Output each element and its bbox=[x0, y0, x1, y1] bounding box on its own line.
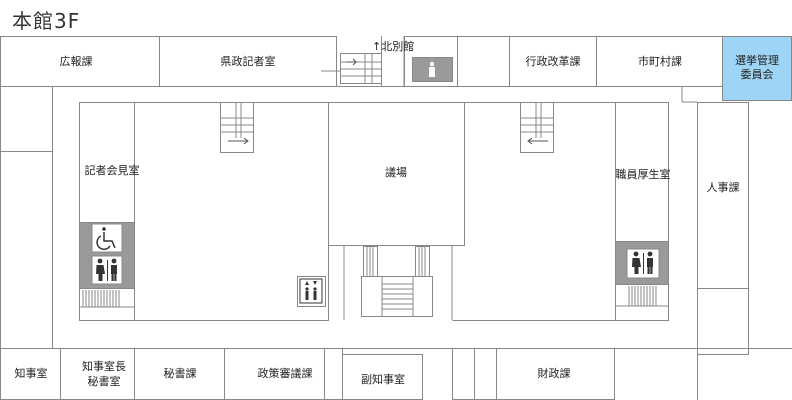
label-shichouson: 市町村課 bbox=[638, 55, 682, 68]
label-senkyo-line2: 委員会 bbox=[740, 68, 774, 81]
annex-link[interactable]: ↑北別館 bbox=[372, 40, 415, 53]
label-hisho-room: 秘書室 bbox=[87, 375, 121, 388]
label-kishakaiken: 記者会見室 bbox=[84, 164, 140, 177]
label-chiji: 知事室 bbox=[14, 367, 48, 380]
label-seisaku: 政策審議課 bbox=[257, 367, 313, 380]
room-chijichou bbox=[60, 348, 135, 400]
label-shokuin: 職員厚生室 bbox=[615, 168, 671, 181]
label-chijichou: 知事室長 bbox=[82, 360, 126, 373]
label-hisho-ka: 秘書課 bbox=[163, 367, 197, 380]
elevator-icon bbox=[299, 278, 323, 304]
restroom-icon-right bbox=[626, 248, 660, 279]
label-senkyo-line1: 選挙管理 bbox=[735, 54, 779, 67]
label-fukuchiji: 副知事室 bbox=[361, 373, 405, 386]
label-kouhou: 広報課 bbox=[59, 55, 93, 68]
restroom-icon bbox=[91, 255, 123, 285]
label-gijou: 議場 bbox=[385, 166, 407, 179]
floor-title: 本館3F bbox=[12, 9, 81, 33]
room-gijou bbox=[328, 102, 465, 246]
wheelchair-icon bbox=[91, 223, 123, 253]
label-jinji: 人事課 bbox=[706, 181, 740, 194]
label-kenseikisha: 県政記者室 bbox=[220, 55, 276, 68]
room-jinji bbox=[697, 102, 749, 289]
label-gyousei: 行政改革課 bbox=[525, 55, 581, 68]
stair-arrow-icon bbox=[228, 58, 548, 145]
room-kishakaiken bbox=[79, 102, 135, 223]
label-zaisei: 財政課 bbox=[537, 367, 571, 380]
room-senkyo bbox=[722, 36, 792, 101]
toilet-icon bbox=[429, 61, 435, 77]
